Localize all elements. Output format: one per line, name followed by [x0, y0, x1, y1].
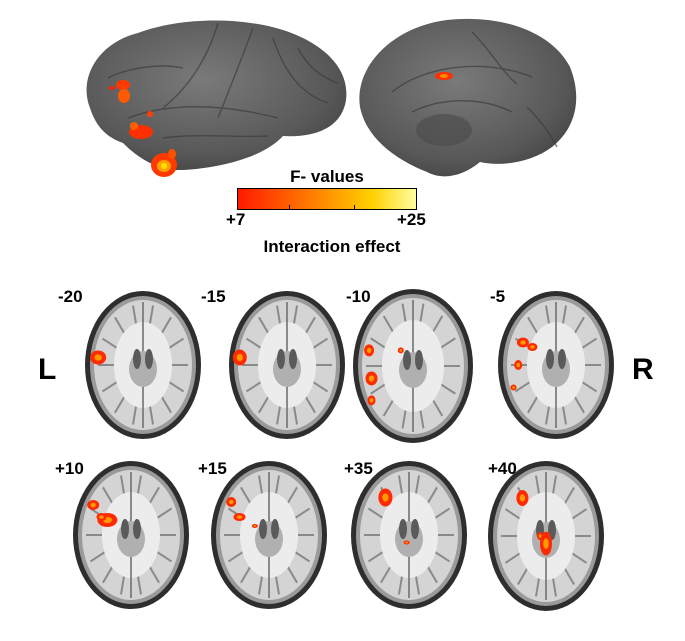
activation-blobs-lateral: [109, 80, 177, 177]
colorbar-title: F- values: [290, 167, 364, 186]
left-orientation-label: L: [38, 353, 57, 386]
slice-label: +40: [488, 459, 517, 478]
slice-label: +15: [198, 459, 227, 478]
axial-slice: [73, 461, 189, 609]
axial-slice: [351, 461, 467, 609]
activation-blobs-medial: [435, 72, 453, 80]
left-lateral-surface: [86, 20, 347, 177]
axial-slice: [353, 289, 473, 443]
right-medial-surface: [359, 18, 577, 177]
f-value-colorbar: [237, 188, 417, 210]
colorbar-max-label: +25: [397, 210, 426, 229]
axial-slice: [488, 461, 604, 611]
axial-slice: [229, 291, 345, 439]
slice-label: -15: [201, 287, 226, 306]
axial-slice: [498, 291, 614, 439]
slice-label: +10: [55, 459, 84, 478]
colorbar-min-label: +7: [226, 210, 246, 229]
axial-slice: [85, 291, 201, 439]
colorbar-description: Interaction effect: [263, 237, 401, 256]
slice-label: -20: [58, 287, 83, 306]
slice-label: -10: [346, 287, 371, 306]
axial-slice: [211, 461, 327, 609]
slice-label: +35: [344, 459, 373, 478]
slice-label: -5: [490, 287, 506, 306]
right-orientation-label: R: [632, 353, 654, 386]
